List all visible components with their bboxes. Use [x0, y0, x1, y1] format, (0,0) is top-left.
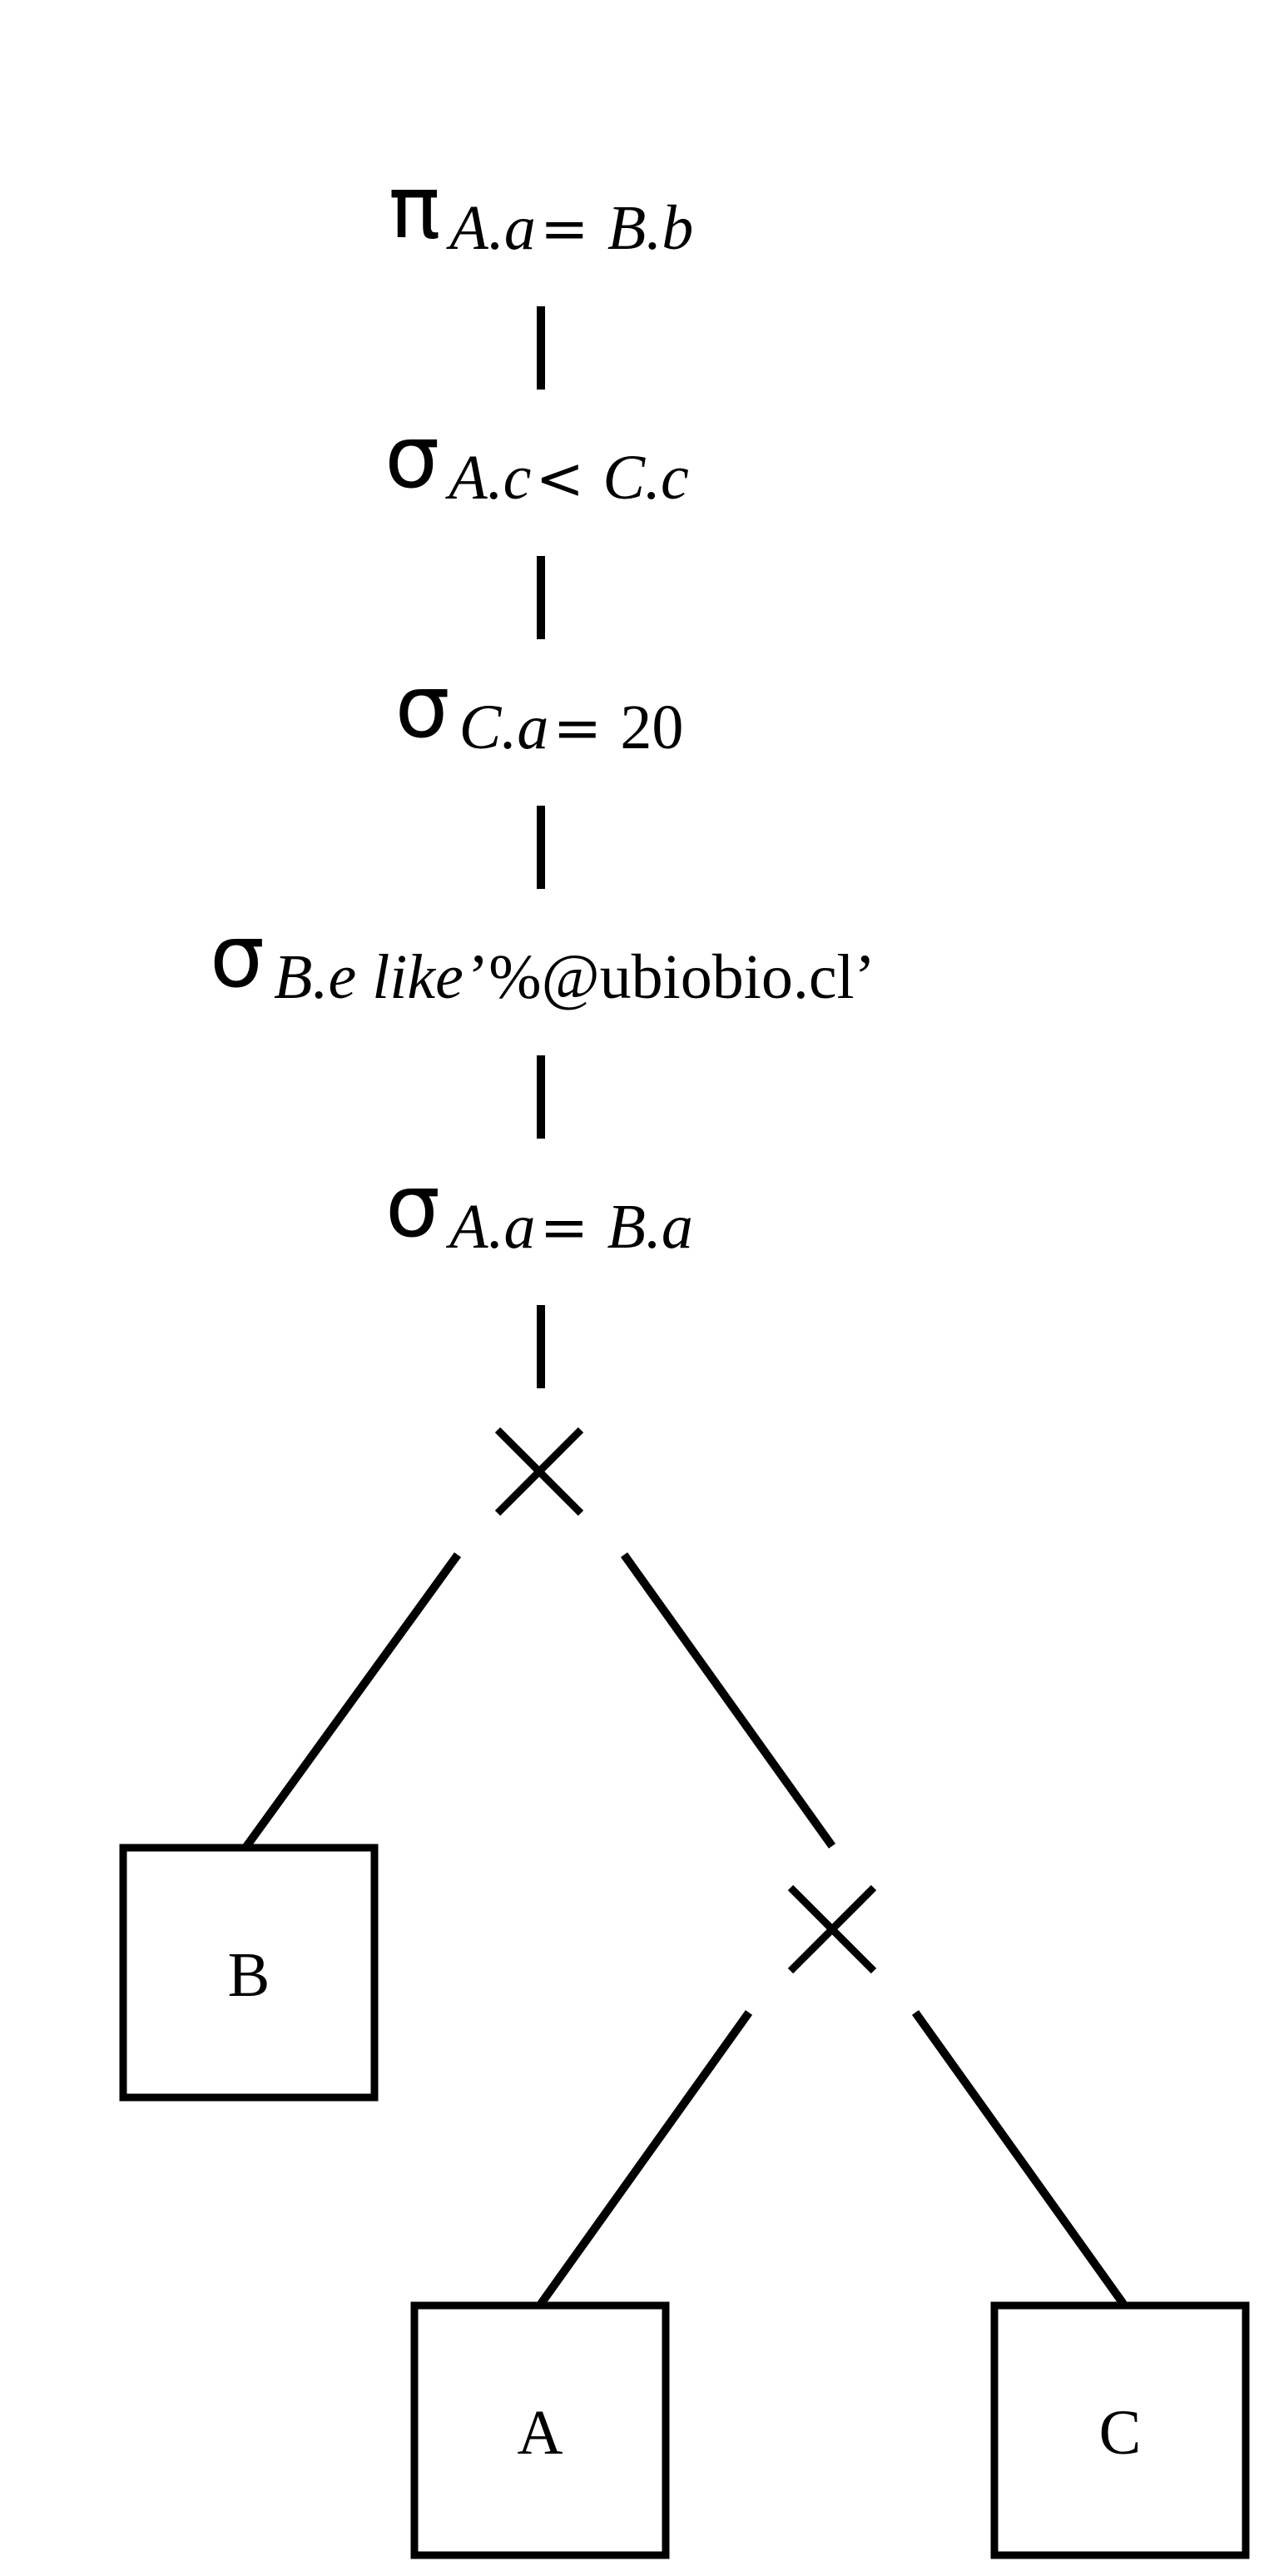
subscript-right: C.c [602, 443, 688, 513]
subscript-operator: = [553, 694, 620, 762]
relation-box [410, 2301, 670, 2559]
subscript-left: A.c [444, 443, 531, 513]
subscript-left: A.a [445, 1192, 535, 1262]
subscript-operator: < [535, 444, 602, 513]
relation-box [119, 1844, 379, 2102]
relation-label: C [1099, 2398, 1142, 2468]
selection-node-4: σ A.a = B.a [385, 1155, 693, 1262]
cross-product-top [494, 1427, 584, 1516]
subscript-right: 20 [620, 692, 683, 762]
sigma-symbol: σ [395, 656, 450, 757]
edge-cross-bottom-relation-a [537, 2010, 753, 2306]
edge-cross-top-relation-b [241, 1552, 462, 1850]
sigma-symbol: σ [210, 906, 265, 1007]
pi-symbol: π [389, 156, 441, 258]
cross-product-bottom [787, 1884, 877, 1974]
cross-icon-stroke-2 [494, 1427, 584, 1516]
subscript-right: ’%@ubiobio.cl’ [468, 942, 875, 1012]
subscript-left: A.a [445, 193, 535, 263]
subscript-operator: = [540, 195, 607, 263]
selection-node-2: σ C.a = 20 [395, 656, 684, 762]
projection-node: π A.a = B.b [389, 156, 694, 263]
selection-node-1: σ A.c < C.c [384, 406, 689, 513]
relation-a: A [410, 2301, 670, 2559]
subscript-left: C.a [459, 692, 549, 762]
relation-label: A [518, 2398, 563, 2468]
edge-cross-bottom-relation-c [911, 2010, 1128, 2306]
sigma-symbol: σ [384, 406, 439, 508]
sigma-symbol: σ [385, 1155, 440, 1257]
cross-icon-stroke-2 [787, 1884, 877, 1974]
subscript-operator: = [540, 1194, 607, 1262]
relation-box [990, 2301, 1250, 2559]
relation-c: C [990, 2301, 1250, 2559]
relation-b: B [119, 1844, 379, 2102]
edge-cross-top-cross-bottom [620, 1552, 836, 1849]
relation-label: B [228, 1940, 270, 2010]
subscript-right: B.a [607, 1192, 693, 1262]
subscript-right: B.b [607, 193, 693, 263]
selection-node-3: σ B.e like ’%@ubiobio.cl’ [210, 906, 875, 1012]
subscript-left: B.e like [274, 942, 463, 1012]
